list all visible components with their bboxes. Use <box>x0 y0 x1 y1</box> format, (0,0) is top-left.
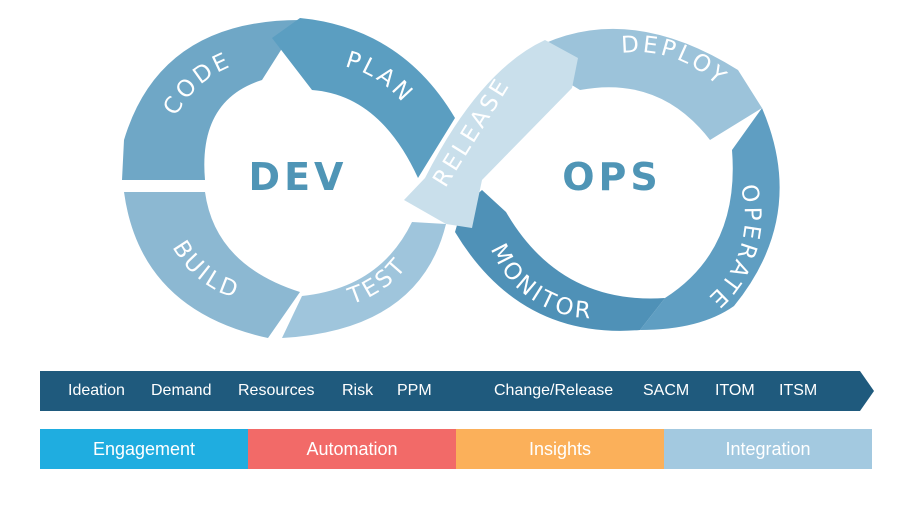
tool-item-resources: Resources <box>238 382 315 399</box>
devops-infinity-loop: CODE PLAN BUILD TEST RELEASE DEPLOY OPER… <box>122 18 780 338</box>
loop-segment-release <box>404 40 578 228</box>
loop-segment-operate <box>640 108 780 330</box>
tool-item-ideation: Ideation <box>68 382 125 399</box>
loop-segment-build <box>124 192 300 338</box>
pillar-insights: Insights <box>456 429 664 469</box>
loop-segment-deploy <box>522 28 762 141</box>
tool-item-ppm: PPM <box>397 382 432 399</box>
tool-item-sacm: SACM <box>643 382 690 399</box>
tool-item-itom: ITOM <box>715 382 755 399</box>
tool-item-itsm: ITSM <box>779 382 818 399</box>
pillar-bar: Engagement Automation Insights Integrati… <box>40 429 872 469</box>
loop-segment-monitor <box>455 190 665 331</box>
pillar-engagement: Engagement <box>40 429 248 469</box>
tool-bar-arrow <box>40 371 874 411</box>
loop-segment-code <box>122 20 300 180</box>
pillar-automation: Automation <box>248 429 456 469</box>
loop-segment-plan <box>272 18 455 178</box>
pillar-integration: Integration <box>664 429 872 469</box>
loop-segment-test <box>282 222 446 338</box>
tool-item-risk: Risk <box>342 382 374 399</box>
tool-item-demand: Demand <box>151 382 212 399</box>
tool-bar: Ideation Demand Resources Risk PPM Chang… <box>40 371 874 411</box>
dev-label: DEV <box>249 155 348 199</box>
ops-label: OPS <box>562 155 662 199</box>
tool-item-change-release: Change/Release <box>494 382 614 399</box>
